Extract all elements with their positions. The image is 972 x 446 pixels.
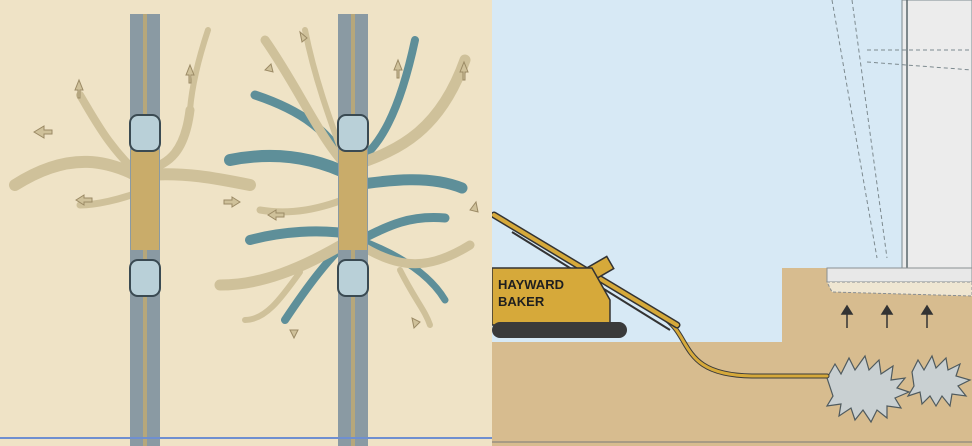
- fracture-grouting-panel: [0, 0, 492, 446]
- packer-icon: [130, 260, 160, 296]
- compaction-grouting-illustration: HAYWARD BAKER: [492, 0, 972, 446]
- building-wall: [902, 0, 972, 272]
- rig-label-line2: BAKER: [498, 294, 545, 309]
- packer-icon: [130, 115, 160, 151]
- packer-icon: [338, 260, 368, 296]
- sleeve-section: [339, 150, 367, 250]
- grout-pipe-left: [130, 14, 160, 446]
- slab: [827, 268, 972, 282]
- grout-pipe-right: [338, 14, 368, 446]
- compaction-grouting-panel: HAYWARD BAKER: [492, 0, 972, 446]
- rig-label-line1: HAYWARD: [498, 277, 564, 292]
- sleeve-section: [131, 150, 159, 250]
- rig-track: [492, 322, 627, 338]
- packer-icon: [338, 115, 368, 151]
- fracture-grouting-illustration: [0, 0, 492, 446]
